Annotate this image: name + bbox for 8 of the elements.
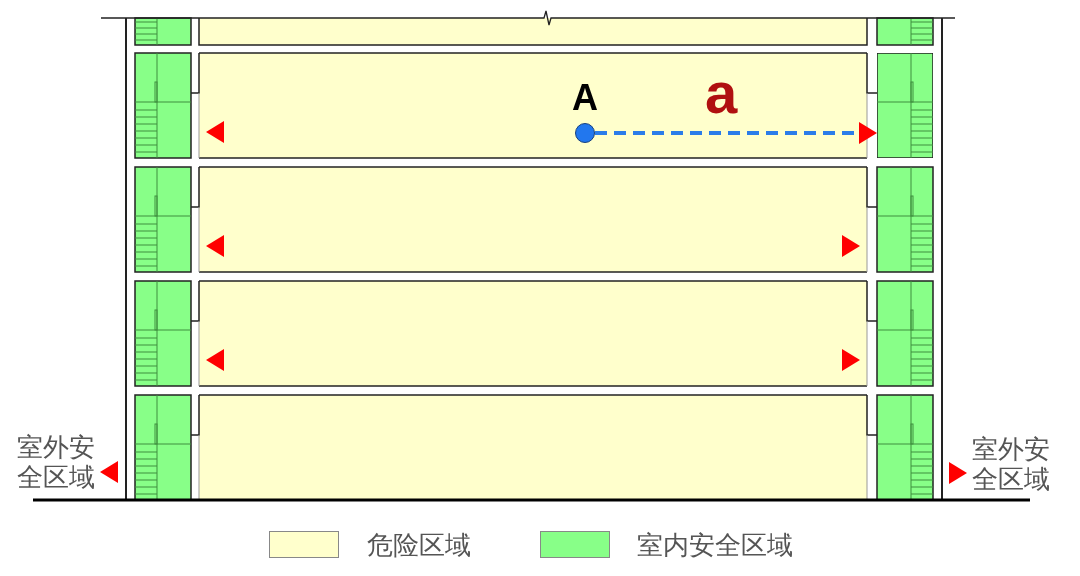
area-label: 室外安全区域: [972, 434, 1051, 494]
legend-label: 危险区域: [367, 530, 471, 560]
point-label: A: [572, 80, 598, 116]
legend-label: 室内安全区域: [637, 530, 793, 560]
stairwell: [877, 53, 933, 158]
area-label: 室外安全区域: [17, 432, 96, 492]
dashed-arrow: [595, 122, 877, 144]
edge-label: a: [705, 64, 738, 122]
